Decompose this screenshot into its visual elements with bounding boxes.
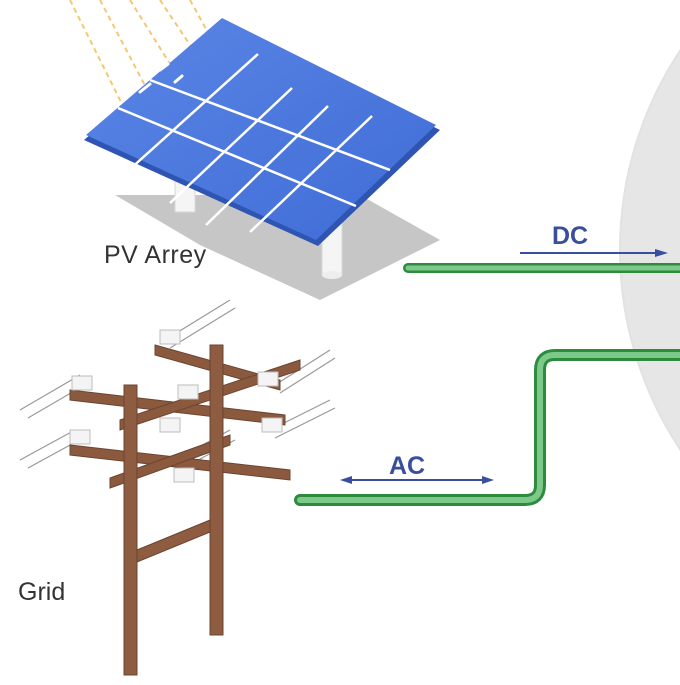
inverter-circle-icon (619, 49, 680, 451)
dc-label: DC (552, 222, 589, 250)
ac-flow-arrow (340, 476, 494, 484)
ac-cable (294, 349, 680, 506)
utility-pole-icon (19, 299, 336, 676)
grid-label: Grid (18, 578, 66, 606)
dc-flow-arrow (520, 249, 668, 257)
pv-array-label: PV Arrey (104, 241, 207, 269)
solar-panel-icon (84, 18, 440, 300)
sun-rays-icon (69, 0, 216, 121)
ac-label: AC (389, 452, 426, 480)
